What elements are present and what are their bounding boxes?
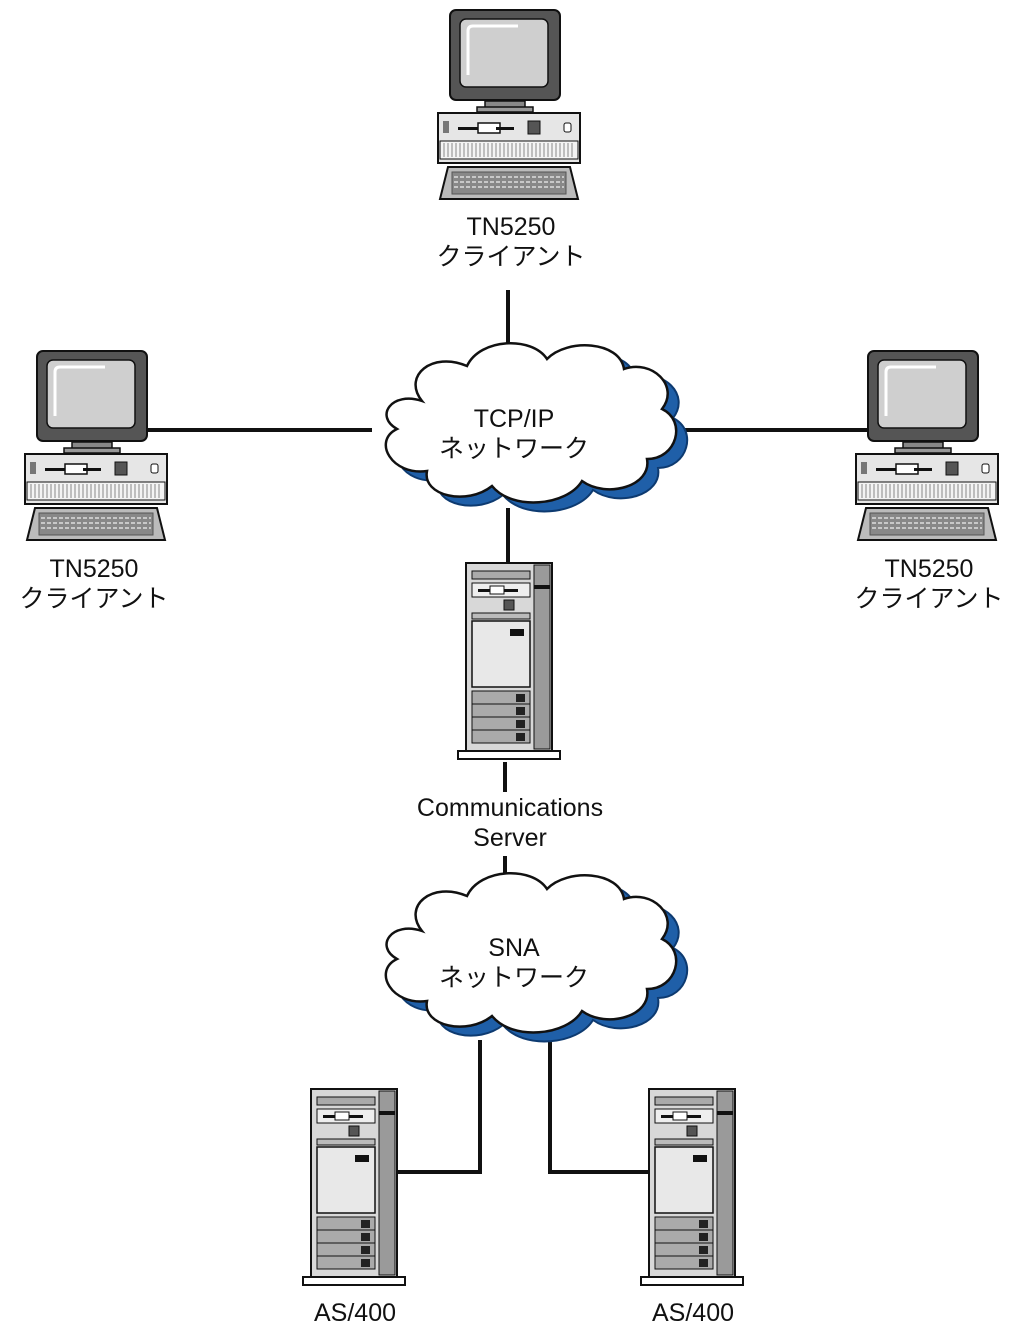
sna-network-label-line2: ネットワーク — [438, 964, 590, 992]
as400-right-label: AS/400 — [652, 1298, 734, 1328]
sna-network-label-line1: SNA — [488, 934, 540, 962]
tcpip-network-label-line1: TCP/IP — [473, 405, 555, 433]
tcpip-network-label-line2: ネットワーク — [438, 435, 590, 463]
comm-server-tower-icon — [457, 562, 561, 760]
client-right-label: TN5250 クライアント — [854, 554, 1003, 614]
client-right-label-line2: クライアント — [854, 585, 1004, 613]
as400-left-tower-icon — [302, 1088, 406, 1286]
line-sna-to-as400-left — [398, 1040, 482, 1174]
client-top-label-line1: TN5250 — [466, 213, 556, 241]
client-right-desktop-icon — [854, 349, 1000, 542]
client-left-label-line1: TN5250 — [49, 555, 139, 583]
comm-server-label-line2: Server — [473, 824, 547, 852]
as400-left-label-line1: AS/400 — [313, 1299, 397, 1327]
comm-server-label-line1: Communications — [416, 794, 604, 822]
sna-network-label: SNA ネットワーク — [439, 933, 589, 993]
client-left-label: TN5250 クライアント — [19, 554, 168, 614]
client-left-desktop-icon — [23, 349, 169, 542]
as400-right-label-line1: AS/400 — [651, 1299, 735, 1327]
client-top-label-line2: クライアント — [436, 243, 586, 271]
client-right-label-line1: TN5250 — [884, 555, 974, 583]
as400-left-label: AS/400 — [314, 1298, 396, 1328]
client-left-label-line2: クライアント — [19, 585, 169, 613]
tcpip-network-label: TCP/IP ネットワーク — [439, 404, 589, 464]
comm-server-label: Communications Server — [417, 793, 603, 853]
connector-lines — [148, 290, 870, 1174]
client-top-desktop-icon — [436, 8, 582, 201]
client-top-label: TN5250 クライアント — [436, 212, 585, 272]
line-sna-to-as400-right — [548, 1040, 650, 1174]
as400-right-tower-icon — [640, 1088, 744, 1286]
